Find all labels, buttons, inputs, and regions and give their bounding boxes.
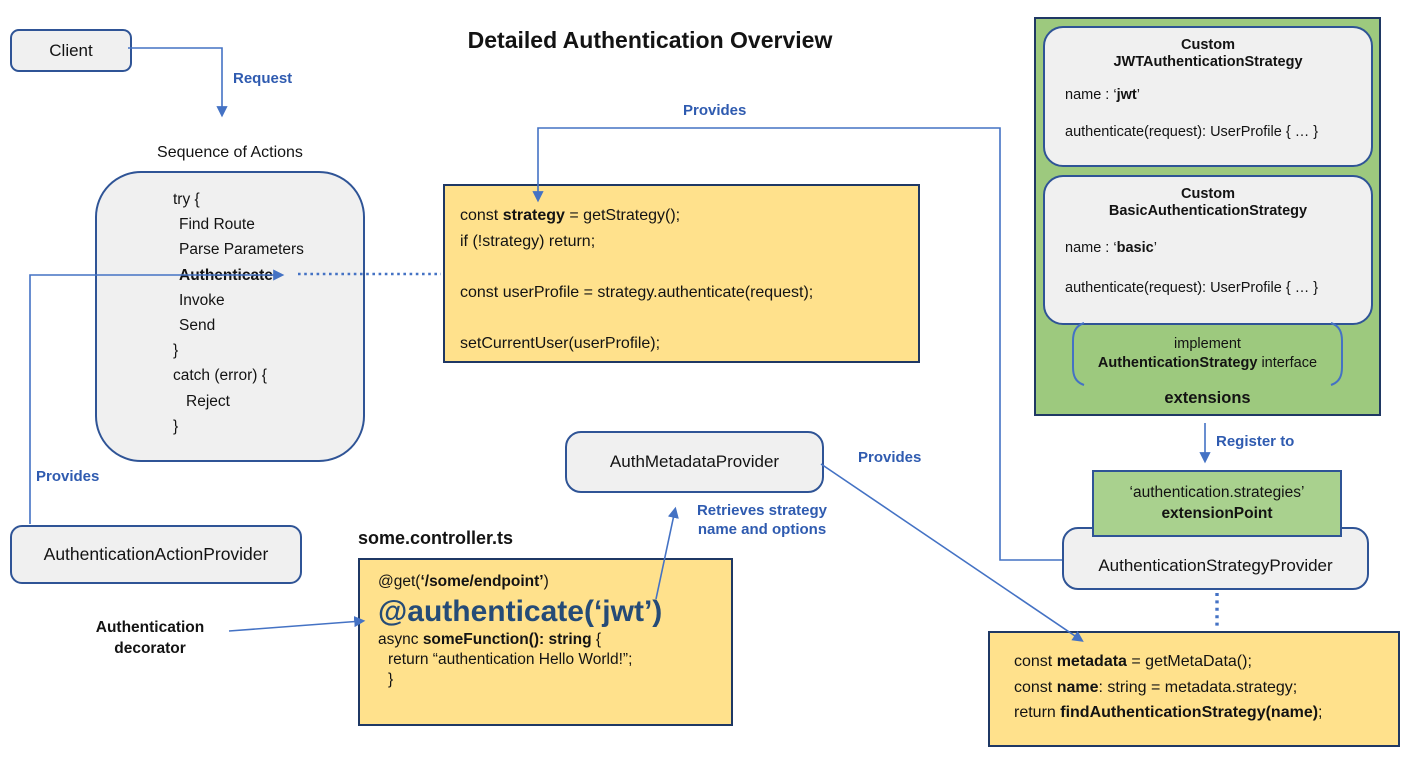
authentication-action-provider-box: AuthenticationActionProvider	[10, 525, 302, 584]
jwt-strategy-card: Custom JWTAuthenticationStrategy name : …	[1043, 26, 1373, 167]
authentication-decorator-note: Authentication decorator	[72, 617, 228, 659]
basic-card-title-line1: Custom	[1181, 186, 1235, 202]
code-line: const name: string = metadata.strategy;	[1014, 678, 1298, 696]
sequence-line: }	[173, 417, 179, 435]
authentication-decorator-note-line1: Authentication	[95, 619, 205, 636]
code-line: const strategy = getStrategy();	[460, 207, 681, 224]
authentication-decorator-note-line2: decorator	[114, 640, 186, 657]
code-line: return findAuthenticationStrategy(name);	[1014, 704, 1323, 721]
authenticate-decorator-line: @authenticate(‘jwt’)	[378, 595, 663, 628]
request-label: Request	[233, 70, 293, 87]
basic-strategy-card: Custom BasicAuthenticationStrategy name …	[1043, 175, 1373, 325]
basic-card-title-line2: BasicAuthenticationStrategy	[1108, 203, 1308, 219]
sequence-line-authenticate: Authenticate	[179, 266, 273, 284]
sequence-line: Send	[179, 317, 216, 335]
right-bracket-icon	[1330, 322, 1344, 386]
jwt-name-line: name : ‘jwt’	[1065, 87, 1140, 103]
authentication-strategy-provider-label: AuthenticationStrategyProvider	[1098, 555, 1333, 575]
auth-metadata-provider-label: AuthMetadataProvider	[609, 452, 780, 471]
extension-point-name: ‘authentication.strategies’	[1129, 484, 1305, 501]
provides-top-label: Provides	[683, 102, 747, 119]
code-line: const userProfile = strategy.authenticat…	[460, 283, 814, 301]
extensions-footer-label: extensions	[1164, 389, 1251, 407]
sequence-line: Parse Parameters	[179, 241, 304, 259]
sequence-line: Reject	[186, 392, 230, 410]
provides-left-label: Provides	[36, 468, 100, 485]
close-brace-line: }	[388, 671, 394, 688]
code-line	[460, 254, 918, 280]
sequence-line: catch (error) {	[173, 367, 267, 385]
decorator-pointer-arrow	[228, 616, 366, 632]
register-to-label: Register to	[1216, 433, 1295, 450]
extension-point-label: extensionPoint	[1161, 505, 1273, 522]
get-decorator-line: @get(‘/some/endpoint’)	[378, 573, 549, 590]
basic-card-title: Custom BasicAuthenticationStrategy	[1045, 186, 1371, 220]
basic-name-line: name : ‘basic’	[1065, 240, 1157, 256]
implement-note: implement AuthenticationStrategy interfa…	[1036, 321, 1379, 387]
jwt-card-title-line1: Custom	[1181, 37, 1235, 53]
code-line: setCurrentUser(userProfile);	[460, 334, 661, 352]
sequence-line: }	[173, 342, 179, 360]
metadata-code-box: const metadata = getMetaData(); const na…	[988, 631, 1400, 747]
extension-point-box: ‘authentication.strategies’ extensionPoi…	[1092, 470, 1342, 537]
jwt-card-title: Custom JWTAuthenticationStrategy	[1045, 37, 1371, 71]
code-line	[460, 305, 918, 331]
client-to-sequence-arrow	[128, 47, 228, 118]
implement-note-text: implement AuthenticationStrategy interfa…	[1098, 335, 1317, 373]
auth-metadata-provider-box: AuthMetadataProvider	[565, 431, 824, 493]
authentication-strategy-provider-box: AuthenticationStrategyProvider	[1062, 527, 1369, 590]
code-line: const metadata = getMetaData();	[1014, 653, 1252, 670]
code-line: if (!strategy) return;	[460, 232, 596, 250]
function-signature-line: async someFunction(): string {	[378, 631, 602, 648]
jwt-authenticate-line: authenticate(request): UserProfile { … }	[1065, 124, 1319, 140]
jwt-card-title-line2: JWTAuthenticationStrategy	[1113, 54, 1303, 70]
retrieves-strategy-line1: Retrieves strategy	[696, 502, 828, 519]
sequence-line: Find Route	[179, 216, 255, 234]
page-title: Detailed Authentication Overview	[467, 27, 833, 53]
authentication-action-provider-label: AuthenticationActionProvider	[43, 544, 269, 564]
left-bracket-icon	[1071, 322, 1085, 386]
return-line: return “authentication Hello World!”;	[388, 651, 633, 668]
metadata-provider-provides-arrow	[820, 463, 1084, 642]
controller-filename: some.controller.ts	[358, 528, 514, 548]
sequence-line: try {	[173, 191, 200, 208]
provides-mid-label: Provides	[858, 449, 922, 466]
basic-authenticate-line: authenticate(request): UserProfile { … }	[1065, 280, 1319, 296]
retrieves-strategy-label: Retrieves strategy name and options	[676, 501, 848, 539]
controller-code-box: @get(‘/some/endpoint’) @authenticate(‘jw…	[358, 558, 733, 726]
sequence-line: Invoke	[179, 291, 225, 309]
retrieves-strategy-line2: name and options	[697, 521, 827, 538]
implement-line1: implement	[1174, 336, 1241, 352]
client-label: Client	[49, 40, 93, 60]
strategy-code-box: const strategy = getStrategy(); if (!str…	[443, 184, 920, 363]
sequence-of-actions-box: try { Find Route Parse Parameters Authen…	[95, 171, 365, 462]
client-box: Client	[10, 29, 132, 72]
sequence-title: Sequence of Actions	[157, 144, 303, 161]
extensions-panel: Custom JWTAuthenticationStrategy name : …	[1034, 17, 1381, 416]
implement-line2: AuthenticationStrategy interface	[1097, 355, 1318, 371]
